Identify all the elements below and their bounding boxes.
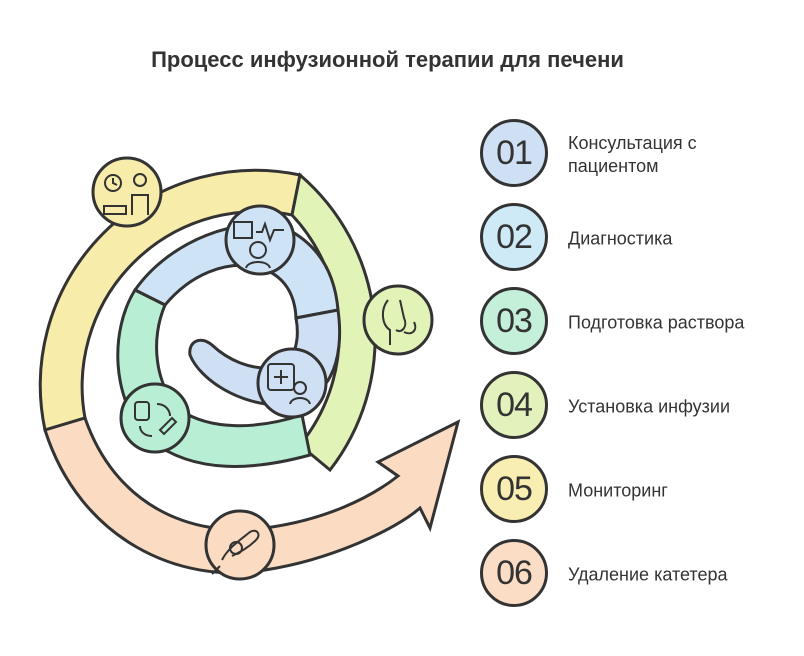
step-label: Консультация с пациентом <box>568 133 697 176</box>
step-monitoring: 05 Мониторинг <box>480 455 800 527</box>
step-solution-preparation: 03 Подготовка раствора <box>480 287 800 359</box>
step-number-badge: 02 <box>480 203 548 271</box>
step-diagnostics: 02 Диагностика <box>480 203 800 275</box>
step-label: Удаление катетера <box>568 564 728 585</box>
step-label: Установка инфузии <box>568 396 731 417</box>
step-number-badge: 03 <box>480 287 548 355</box>
monitoring-icon <box>91 156 163 228</box>
step-number-badge: 06 <box>480 539 548 607</box>
step-number-badge: 01 <box>480 119 548 187</box>
infusion-setup-icon <box>362 284 434 356</box>
consultation-icon <box>256 347 328 419</box>
diagnostics-icon <box>224 204 296 276</box>
step-infusion-setup: 04 Установка инфузии <box>480 371 800 443</box>
solution-preparation-icon <box>119 382 191 454</box>
step-number-badge: 05 <box>480 455 548 523</box>
segment-monitoring <box>38 168 302 432</box>
segment-catheter-removal <box>43 416 461 575</box>
catheter-removal-icon <box>204 509 276 581</box>
step-label: Диагностика <box>568 228 673 249</box>
step-label: Подготовка раствора <box>568 312 745 333</box>
step-catheter-removal: 06 Удаление катетера <box>480 539 800 611</box>
step-number-badge: 04 <box>480 371 548 439</box>
page-title: Процесс инфузионной терапии для печени <box>151 47 624 72</box>
step-consultation: 01 Консультация с пациентом <box>480 119 800 191</box>
step-label: Мониторинг <box>568 480 668 501</box>
